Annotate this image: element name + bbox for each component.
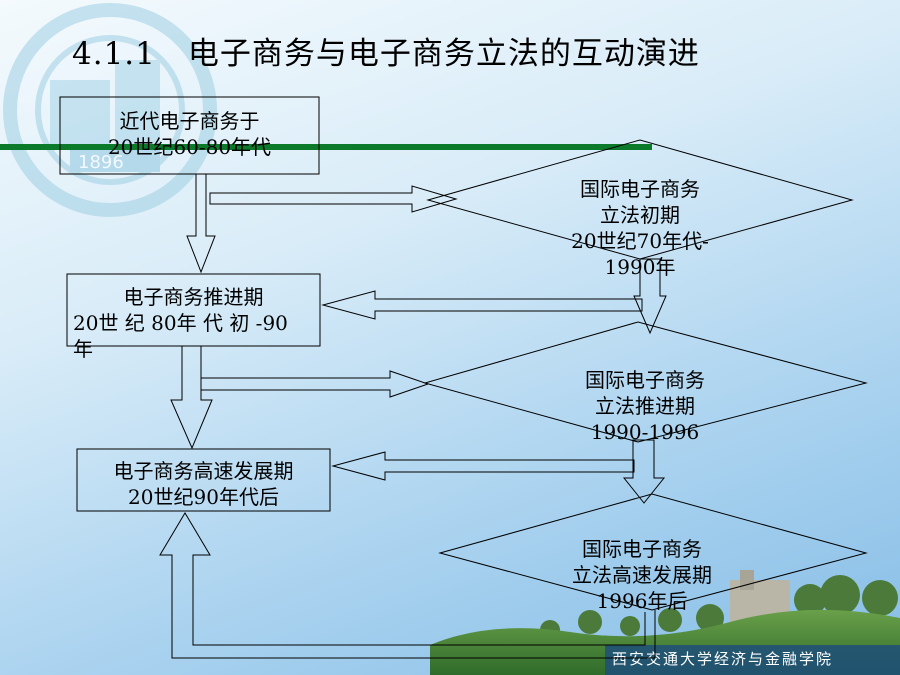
right-arrow-2 — [200, 370, 430, 398]
right-stage-label-1: 国际电子商务 立法初期 20世纪70年代- 1990年 — [571, 177, 709, 279]
page-title: 4.1.1 电子商务与电子商务立法的互动演进 — [72, 36, 700, 72]
feedback-loop-arrow — [159, 512, 656, 659]
university-emblem-icon: 1896 — [3, 3, 217, 217]
down-arrow-left-2 — [170, 345, 213, 450]
footer-institution-name: 西安交通大学经济与金融学院 — [612, 650, 834, 668]
left-stage-box-3 — [76, 448, 331, 512]
title-divider — [0, 144, 652, 150]
down-arrow-left-1 — [186, 173, 216, 274]
left-stage-box-1 — [59, 96, 320, 175]
right-stage-diamond-3 — [438, 493, 868, 611]
left-stage-label-1: 近代电子商务于 20世纪60-80年代 — [107, 109, 272, 159]
right-stage-label-2: 国际电子商务 立法推进期 1990-1996 — [585, 368, 705, 444]
down-arrow-right-1 — [633, 258, 667, 335]
down-arrow-right-2 — [622, 439, 666, 504]
left-stage-label-2: 电子商务推进期 20世 纪 80年 代 初 -90 年 — [73, 285, 288, 361]
right-stage-label-3: 国际电子商务 立法高速发展期 1996年后 — [572, 537, 712, 613]
left-arrow-1 — [321, 290, 643, 320]
left-arrow-2 — [331, 451, 635, 481]
left-stage-label-3: 电子商务高速发展期 20世纪90年代后 — [113, 459, 294, 509]
right-arrow-1 — [209, 185, 458, 213]
right-stage-diamond-1 — [426, 139, 854, 260]
right-stage-diamond-2 — [423, 321, 868, 443]
campus-scenery-image — [430, 570, 900, 675]
svg-text:1896: 1896 — [78, 152, 124, 173]
